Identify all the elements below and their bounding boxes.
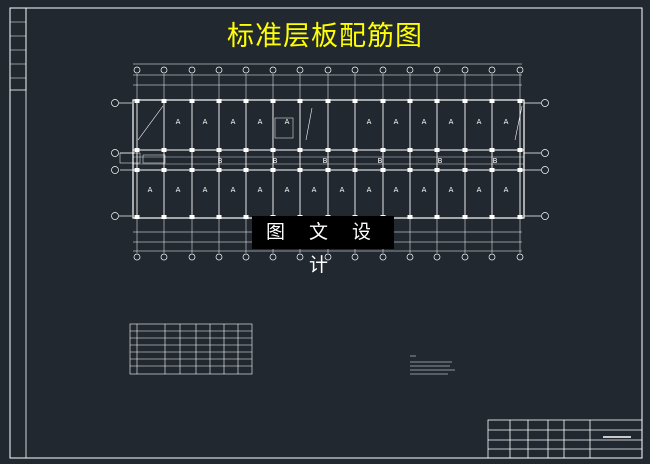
slab-label-a: A — [176, 186, 181, 194]
slab-bays — [134, 99, 523, 219]
watermark: 图 文 设 计 — [252, 216, 394, 276]
slab-label-a: A — [449, 186, 454, 194]
slab-labels: A A A A A A A A A A A B B B B B B A A A A A A A A A A A A A A — [148, 118, 509, 194]
slab-label-a: A — [231, 186, 236, 194]
slab-label-a: A — [449, 118, 454, 126]
slab-label-a: A — [340, 186, 345, 194]
rebar-table — [129, 323, 253, 375]
slab-label-a: A — [203, 118, 208, 126]
slab-label-a: A — [477, 186, 482, 194]
slab-label-b: B — [438, 157, 443, 165]
slab-label-b: B — [493, 157, 498, 165]
slab-label-a: A — [258, 118, 263, 126]
slab-label-b: B — [378, 157, 383, 165]
top-dimension-chain — [133, 63, 522, 86]
slab-label-a: A — [504, 118, 509, 126]
drawing-title: 标准层板配筋图 — [227, 21, 423, 52]
slab-label-b: B — [218, 157, 223, 165]
slab-label-a: A — [394, 186, 399, 194]
slab-label-a: A — [477, 118, 482, 126]
slab-label-a: A — [258, 186, 263, 194]
slab-label-a: A — [312, 186, 317, 194]
outer-frame — [9, 7, 643, 459]
slab-label-a: A — [176, 118, 181, 126]
slab-label-a: A — [367, 186, 372, 194]
slab-label-a: A — [285, 186, 290, 194]
slab-label-a: A — [422, 118, 427, 126]
slab-label-a: A — [422, 186, 427, 194]
slab-label-b: B — [323, 157, 328, 165]
slab-label-a: A — [203, 186, 208, 194]
slab-label-b: B — [273, 157, 278, 165]
slab-label-a: A — [504, 186, 509, 194]
slab-label-a: A — [231, 118, 236, 126]
side-axis-bubbles — [111, 99, 549, 220]
slab-label-a: A — [285, 118, 290, 126]
design-notes — [410, 355, 455, 375]
slab-label-a: A — [148, 186, 153, 194]
title-block — [487, 419, 643, 459]
slab-label-a: A — [367, 118, 372, 126]
slab-label-a: A — [394, 118, 399, 126]
top-axis-bubbles — [133, 66, 524, 100]
